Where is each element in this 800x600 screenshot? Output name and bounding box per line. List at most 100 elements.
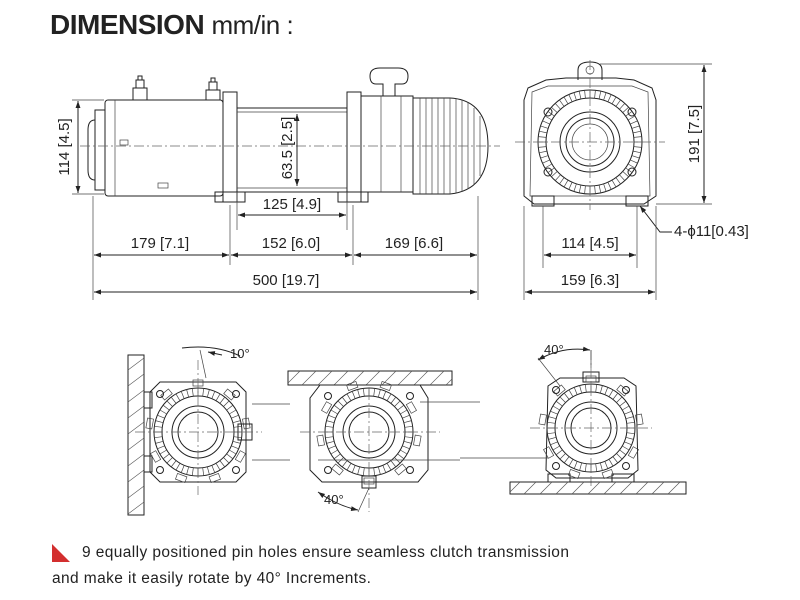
ring-tooth <box>578 91 582 100</box>
note-line-1: 9 equally positioned pin holes ensure se… <box>82 544 570 561</box>
pin-hole-lug <box>208 473 221 483</box>
ring-tooth <box>563 392 570 400</box>
winch-end-view <box>515 60 665 210</box>
ring-tooth <box>231 445 239 450</box>
ring-tooth <box>186 466 190 475</box>
ring-tooth <box>386 463 392 471</box>
ring-tooth <box>166 400 173 407</box>
pin-hole-lug <box>568 469 581 479</box>
ring-tooth <box>180 391 185 399</box>
ring-tooth <box>633 146 642 148</box>
ring-tooth <box>326 420 335 424</box>
rotation-view-wall: 10° <box>127 346 290 516</box>
ring-tooth <box>157 445 165 450</box>
pin-hole-lug <box>223 388 236 401</box>
pin-hole-lug <box>316 434 325 447</box>
ring-tooth <box>579 462 583 471</box>
ring-tooth <box>162 404 170 411</box>
right-angle-label: 40° <box>544 342 564 357</box>
ring-tooth <box>337 400 344 407</box>
ring-tooth <box>159 409 167 415</box>
motor-length-label: 179 [7.1] <box>131 235 189 252</box>
ring-tooth <box>622 405 630 411</box>
ring-tooth <box>631 125 640 129</box>
ring-tooth <box>357 389 361 398</box>
ring-tooth <box>568 389 574 397</box>
ring-tooth <box>202 467 205 476</box>
ring-tooth <box>540 155 549 159</box>
ring-tooth <box>211 391 216 399</box>
ring-tooth <box>594 185 596 194</box>
ring-tooth <box>604 387 609 395</box>
ring-tooth <box>578 184 582 193</box>
ring-tooth <box>397 453 405 460</box>
ring-tooth <box>548 436 557 440</box>
feature-note: 9 equally positioned pin holes ensure se… <box>52 540 712 592</box>
ring-tooth <box>191 467 194 476</box>
ring-tooth <box>154 436 163 439</box>
ring-tooth <box>542 159 550 164</box>
drum-length-label: 125 [4.9] <box>263 196 321 213</box>
holes-label: 4-ϕ11[0.43] <box>674 223 749 240</box>
drum-section-label: 152 [6.0] <box>262 235 320 252</box>
ring-tooth <box>631 155 640 159</box>
ring-tooth <box>223 400 230 407</box>
ring-tooth <box>608 459 614 467</box>
ring-tooth <box>608 389 614 397</box>
ring-tooth <box>595 463 598 472</box>
ring-tooth <box>630 159 638 164</box>
ring-tooth <box>373 388 376 397</box>
ring-tooth <box>377 466 381 475</box>
ring-tooth <box>400 409 408 415</box>
ring-tooth <box>341 396 348 404</box>
ring-tooth <box>540 125 549 129</box>
ring-tooth <box>394 400 401 407</box>
ring-tooth <box>325 436 334 439</box>
ring-tooth <box>547 111 555 117</box>
gearbox-length-label: 169 [6.6] <box>385 235 443 252</box>
ring-tooth <box>619 174 626 181</box>
ring-tooth <box>175 393 181 401</box>
ring-tooth <box>554 174 561 181</box>
ring-tooth <box>191 388 194 397</box>
pin-hole-lug <box>394 463 407 476</box>
ring-tooth <box>328 414 336 419</box>
ring-tooth <box>552 445 560 451</box>
pin-hole-lug <box>379 381 392 391</box>
ring-tooth <box>568 459 574 467</box>
ring-tooth <box>622 106 629 113</box>
ring-tooth <box>404 436 413 439</box>
ring-tooth <box>603 183 607 192</box>
ring-tooth <box>599 462 603 471</box>
ring-tooth <box>630 120 638 125</box>
ring-tooth <box>390 460 397 468</box>
ring-tooth <box>215 463 221 471</box>
ring-tooth <box>584 463 587 472</box>
ring-tooth <box>231 414 239 419</box>
ring-tooth <box>226 404 234 411</box>
pin-hole-lug <box>150 450 162 463</box>
red-triangle-bullet-icon <box>52 544 70 562</box>
ring-tooth <box>611 96 617 105</box>
side-view-dimensions: 114 [4.5] 63.5 [2.5] 125 [4.9] 179 [7.1]… <box>56 99 479 300</box>
ring-tooth <box>584 90 586 99</box>
ring-tooth <box>539 150 548 154</box>
ring-tooth <box>159 449 167 455</box>
ring-tooth <box>386 393 392 401</box>
ring-tooth <box>330 409 338 415</box>
ring-tooth <box>568 94 573 102</box>
ring-tooth <box>155 440 164 444</box>
ring-tooth <box>607 94 612 102</box>
ring-tooth <box>624 410 632 415</box>
ring-tooth <box>219 396 226 404</box>
ring-tooth <box>402 445 410 450</box>
pin-hole-lug <box>601 469 614 479</box>
ring-tooth <box>351 391 356 399</box>
ring-tooth <box>362 388 365 397</box>
ring-tooth <box>215 393 221 401</box>
ring-tooth <box>632 150 641 154</box>
ring-tooth <box>333 404 341 411</box>
ring-tooth <box>584 185 586 194</box>
end-height-label: 191 [7.5] <box>686 105 703 163</box>
